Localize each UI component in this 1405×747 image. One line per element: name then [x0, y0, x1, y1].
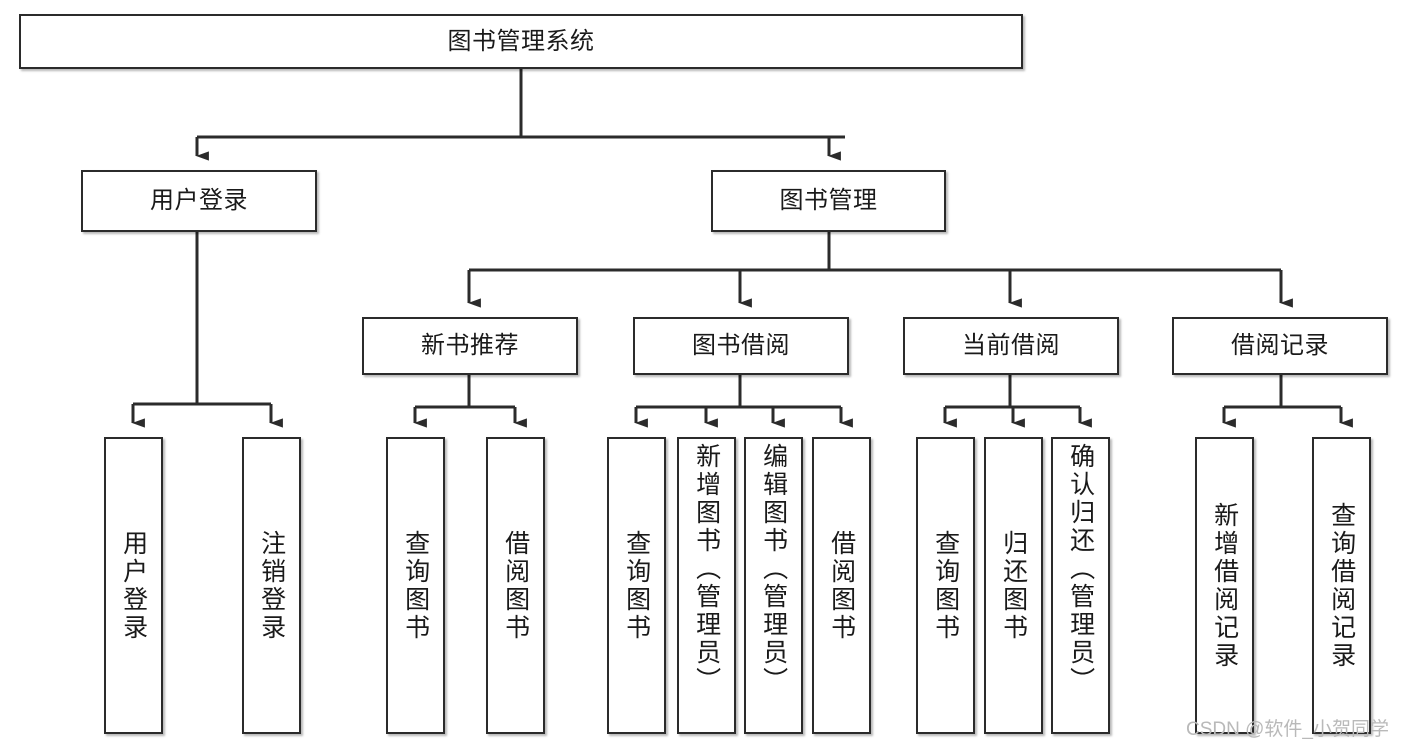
node-leaf-user-login[interactable]: 用户登录 — [104, 437, 163, 734]
node-leaf-query-borrow-record[interactable]: 查询借阅记录 — [1312, 437, 1371, 734]
node-borrow-record[interactable]: 借阅记录 — [1172, 317, 1388, 375]
node-root-label: 图书管理系统 — [447, 27, 595, 55]
watermark-text: CSDN @软件_小贺同学 — [1186, 719, 1389, 740]
node-root[interactable]: 图书管理系统 — [19, 14, 1023, 69]
node-leaf-edit-book-admin-label: 编辑图书（管理员） — [759, 443, 788, 695]
node-book-management-label: 图书管理 — [779, 187, 878, 215]
node-book-management[interactable]: 图书管理 — [711, 170, 946, 232]
node-current-borrow-label: 当前借阅 — [962, 332, 1060, 360]
node-user-login-label: 用户登录 — [150, 187, 248, 215]
node-leaf-return-book-label: 归还图书 — [999, 529, 1028, 642]
node-leaf-query-book-recommend-label: 查询图书 — [401, 529, 430, 642]
node-book-borrow[interactable]: 图书借阅 — [633, 317, 849, 375]
node-leaf-borrow-book-recommend-label: 借阅图书 — [501, 529, 530, 642]
node-leaf-query-book-recommend[interactable]: 查询图书 — [386, 437, 445, 734]
node-leaf-confirm-return-admin-label: 确认归还（管理员） — [1066, 443, 1095, 695]
node-leaf-return-book[interactable]: 归还图书 — [984, 437, 1043, 734]
node-leaf-query-book-borrow[interactable]: 查询图书 — [607, 437, 666, 734]
node-leaf-borrow-book[interactable]: 借阅图书 — [812, 437, 871, 734]
node-leaf-query-book-current[interactable]: 查询图书 — [916, 437, 975, 734]
node-user-login[interactable]: 用户登录 — [81, 170, 317, 232]
node-leaf-query-borrow-record-label: 查询借阅记录 — [1327, 501, 1356, 670]
node-leaf-confirm-return-admin[interactable]: 确认归还（管理员） — [1051, 437, 1110, 734]
node-leaf-add-borrow-record-label: 新增借阅记录 — [1210, 501, 1239, 670]
node-leaf-borrow-book-recommend[interactable]: 借阅图书 — [486, 437, 545, 734]
node-leaf-query-book-current-label: 查询图书 — [931, 529, 960, 642]
node-leaf-add-borrow-record[interactable]: 新增借阅记录 — [1195, 437, 1254, 734]
node-leaf-add-book-admin-label: 新增图书（管理员） — [692, 443, 721, 695]
node-leaf-logout[interactable]: 注销登录 — [242, 437, 301, 734]
node-leaf-logout-label: 注销登录 — [257, 529, 286, 642]
node-leaf-user-login-label: 用户登录 — [119, 529, 148, 642]
node-book-borrow-label: 图书借阅 — [692, 332, 790, 360]
node-leaf-edit-book-admin[interactable]: 编辑图书（管理员） — [744, 437, 803, 734]
node-leaf-add-book-admin[interactable]: 新增图书（管理员） — [677, 437, 736, 734]
node-new-book-recommend[interactable]: 新书推荐 — [362, 317, 578, 375]
node-leaf-borrow-book-label: 借阅图书 — [827, 529, 856, 642]
node-new-book-recommend-label: 新书推荐 — [421, 332, 519, 360]
node-leaf-query-book-borrow-label: 查询图书 — [622, 529, 651, 642]
node-current-borrow[interactable]: 当前借阅 — [903, 317, 1119, 375]
node-borrow-record-label: 借阅记录 — [1231, 332, 1329, 360]
